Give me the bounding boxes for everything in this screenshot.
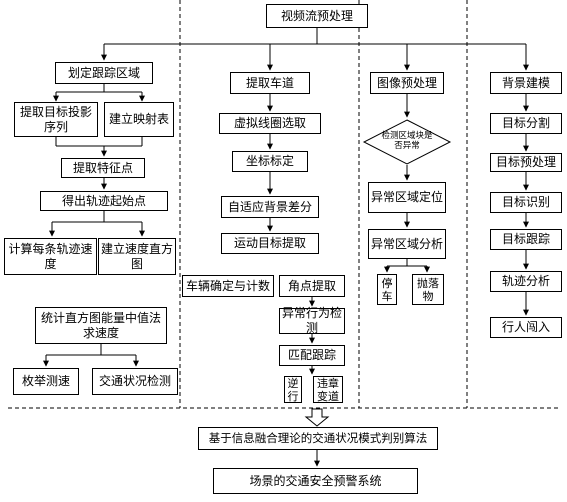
- match-track-box: 匹配跟踪: [279, 345, 345, 366]
- calc-speed-box: 计算每条轨迹速度: [4, 238, 97, 275]
- pedestrian-intrusion-box: 行人闯入: [490, 317, 562, 338]
- speed-histogram-box: 建立速度直方图: [98, 238, 176, 275]
- build-mapping-box: 建立映射表: [104, 102, 174, 137]
- motion-target-box: 运动目标提取: [221, 233, 319, 254]
- define-tracking-area-box: 划定跟踪区域: [55, 62, 153, 84]
- stop-box: 停车: [377, 274, 397, 305]
- coord-calibration-box: 坐标标定: [232, 151, 308, 172]
- check-diamond: [362, 119, 452, 165]
- anomaly-detect-box: 异常行为检测: [279, 306, 345, 335]
- illegal-lane-box: 违章变道: [313, 376, 343, 403]
- median-speed-box: 统计直方图能量中值法求速度: [35, 307, 167, 344]
- throw-object-box: 抛落物: [412, 274, 444, 305]
- warning-system-box: 场景的交通安全预警系统: [213, 468, 418, 494]
- merge-arrow: [304, 408, 330, 427]
- vehicle-count-box: 车辆确定与计数: [182, 275, 274, 297]
- anomaly-analysis-box: 异常区域分析: [368, 229, 446, 259]
- adaptive-bg-diff-box: 自适应背景差分: [221, 196, 319, 218]
- corner-extract-box: 角点提取: [279, 275, 345, 297]
- extract-projection-box: 提取目标投影序列: [14, 102, 98, 137]
- trajectory-analysis-box: 轨迹分析: [490, 271, 562, 292]
- trajectory-start-box: 得出轨迹起始点: [40, 191, 168, 211]
- video-preprocess-box: 视频流预处理: [266, 4, 368, 28]
- target-segment-box: 目标分割: [490, 113, 562, 134]
- image-preprocess-box: 图像预处理: [370, 72, 444, 94]
- enum-speed-box: 枚举测速: [13, 368, 79, 395]
- check-anomaly-label: 检测区域块是否异常: [381, 131, 433, 151]
- target-preprocess-box: 目标预处理: [490, 153, 562, 172]
- traffic-detect-box: 交通状况检测: [92, 368, 178, 395]
- extract-feature-box: 提取特征点: [61, 158, 145, 178]
- target-track-box: 目标跟踪: [490, 229, 562, 250]
- target-recognize-box: 目标识别: [490, 192, 562, 213]
- fusion-algorithm-box: 基于信息融合理论的交通状况模式判别算法: [198, 427, 438, 450]
- virtual-coil-box: 虚拟线圈选取: [219, 113, 321, 134]
- anomaly-locate-box: 异常区域定位: [368, 182, 446, 213]
- reverse-box: 逆行: [284, 376, 302, 403]
- background-model-box: 背景建模: [490, 72, 562, 94]
- extract-lane-box: 提取车道: [230, 72, 310, 94]
